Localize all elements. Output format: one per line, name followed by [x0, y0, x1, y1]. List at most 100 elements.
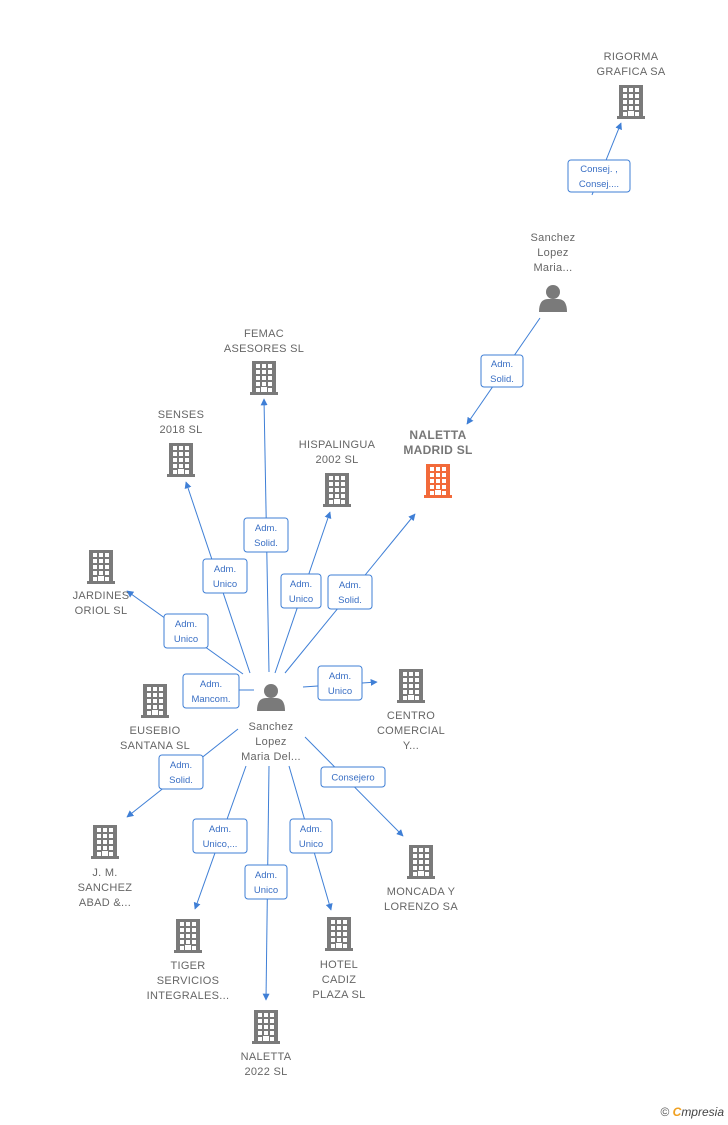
- edge-label-text: Consejero: [331, 773, 374, 784]
- building-icon: [407, 845, 435, 879]
- node-label: CADIZ: [322, 974, 357, 986]
- edge-label-box[interactable]: [327, 574, 373, 610]
- node-label: SENSES: [158, 409, 204, 421]
- edge-naletta-2022[interactable]: Adm.Unico: [244, 765, 288, 1001]
- brand-footer: © Cmpresia: [660, 1105, 724, 1119]
- node-label: EUSEBIO: [129, 725, 180, 737]
- edge-label-text: Mancom.: [191, 694, 230, 705]
- edge-moncada[interactable]: Consejero: [304, 736, 404, 837]
- node-label: 2022 SL: [244, 1066, 287, 1078]
- edge-jardines[interactable]: Adm.Unico: [126, 590, 244, 675]
- edge-label-box[interactable]: [202, 558, 248, 594]
- edge-label-box[interactable]: [567, 159, 631, 193]
- edge-senses[interactable]: Adm. Unico: [184, 481, 251, 674]
- node-label: Maria...: [533, 262, 572, 274]
- node-label: PLAZA SL: [312, 989, 365, 1001]
- edge-label-box[interactable]: [480, 354, 524, 388]
- edge-naletta-madrid-top[interactable]: Adm. Solid.: [466, 317, 541, 425]
- edge-label-box[interactable]: [192, 818, 248, 854]
- node-label: ASESORES SL: [224, 343, 304, 355]
- node-centro[interactable]: CENTRO COMERCIAL Y...: [377, 669, 445, 752]
- copyright-symbol: ©: [660, 1105, 670, 1119]
- building-icon: [617, 85, 645, 119]
- edge-centro[interactable]: Adm. Unico: [302, 665, 378, 701]
- edge-jm[interactable]: Adm.Solid.: [126, 728, 239, 818]
- edge-label-text: Unico: [289, 594, 313, 605]
- brand-logo-name: mpresia: [681, 1105, 724, 1119]
- edge-label-box[interactable]: [320, 766, 386, 788]
- edge-label-text: Adm.: [491, 359, 513, 370]
- edge-hispalingua[interactable]: Adm.Unico: [274, 511, 332, 674]
- edge-label-text: Adm.: [200, 679, 222, 690]
- node-label: Lopez: [537, 247, 568, 259]
- node-label: Lopez: [255, 736, 286, 748]
- node-label: Y...: [403, 740, 419, 752]
- building-icon: [325, 917, 353, 951]
- node-label: HISPALINGUA: [299, 439, 376, 451]
- edge-label-text: Adm.: [209, 824, 231, 835]
- building-icon: [87, 550, 115, 584]
- edge-label-box[interactable]: [244, 864, 288, 900]
- building-icon: [424, 464, 452, 498]
- edge-label-box[interactable]: [163, 613, 209, 649]
- node-label: COMERCIAL: [377, 725, 445, 737]
- edge-label-box[interactable]: [289, 818, 333, 854]
- building-icon: [141, 684, 169, 718]
- edge-eusebio[interactable]: Adm. Mancom.: [182, 673, 254, 709]
- node-label: CENTRO: [387, 710, 435, 722]
- edge-label-box[interactable]: [182, 673, 240, 709]
- edge-naletta-madrid[interactable]: Adm.Solid.: [284, 513, 416, 674]
- edge-label-text: Unico: [299, 839, 323, 850]
- node-label: FEMAC: [244, 328, 284, 340]
- node-label: GRAFICA SA: [596, 66, 665, 78]
- building-icon: [91, 825, 119, 859]
- node-label: INTEGRALES...: [147, 990, 230, 1002]
- building-icon: [250, 361, 278, 395]
- node-tiger[interactable]: TIGERSERVICIOSINTEGRALES...: [147, 919, 230, 1002]
- node-label: LORENZO SA: [384, 901, 458, 913]
- edge-femac[interactable]: Adm. Solid.: [243, 398, 289, 673]
- node-label: HOTEL: [320, 959, 358, 971]
- person-icon: [539, 285, 567, 312]
- building-icon: [174, 919, 202, 953]
- node-label: J. M.: [92, 867, 117, 879]
- edge-label-text: Unico: [174, 634, 198, 645]
- building-icon: [167, 443, 195, 477]
- edge-label-text: Adm.: [255, 523, 277, 534]
- node-moncada[interactable]: MONCADA Y LORENZO SA: [384, 845, 458, 913]
- edge-label-text: Unico: [328, 686, 352, 697]
- node-label: TIGER: [170, 960, 205, 972]
- person-icon: [257, 684, 285, 711]
- edge-label-text: Solid.: [490, 374, 514, 385]
- edge-label-box[interactable]: [280, 573, 322, 609]
- node-sanchez-top[interactable]: SanchezLopezMaria...: [531, 232, 576, 312]
- edge-label-box[interactable]: [317, 665, 363, 701]
- edge-label-text: Adm.: [214, 564, 236, 575]
- edge-label-text: Adm.: [329, 671, 351, 682]
- building-icon: [323, 473, 351, 507]
- node-label: MONCADA Y: [387, 886, 456, 898]
- node-label: Maria Del...: [241, 751, 301, 763]
- edge-label-text: Solid.: [254, 538, 278, 549]
- edge-tiger[interactable]: Adm.Unico,...: [192, 765, 248, 910]
- node-hotel-cadiz[interactable]: HOTEL CADIZ PLAZA SL: [312, 917, 365, 1001]
- edge-rigorma[interactable]: Consej. ,Consej....: [567, 122, 631, 196]
- edge-label-box[interactable]: [243, 517, 289, 553]
- building-icon: [252, 1010, 280, 1044]
- node-femac[interactable]: FEMAC ASESORES SL: [224, 328, 304, 395]
- edge-label-box[interactable]: [158, 754, 204, 790]
- node-label: MADRID SL: [403, 443, 472, 457]
- edge-hotel[interactable]: Adm.Unico: [288, 765, 333, 911]
- node-label: SANCHEZ: [78, 882, 133, 894]
- edge-label-text: Unico: [213, 579, 237, 590]
